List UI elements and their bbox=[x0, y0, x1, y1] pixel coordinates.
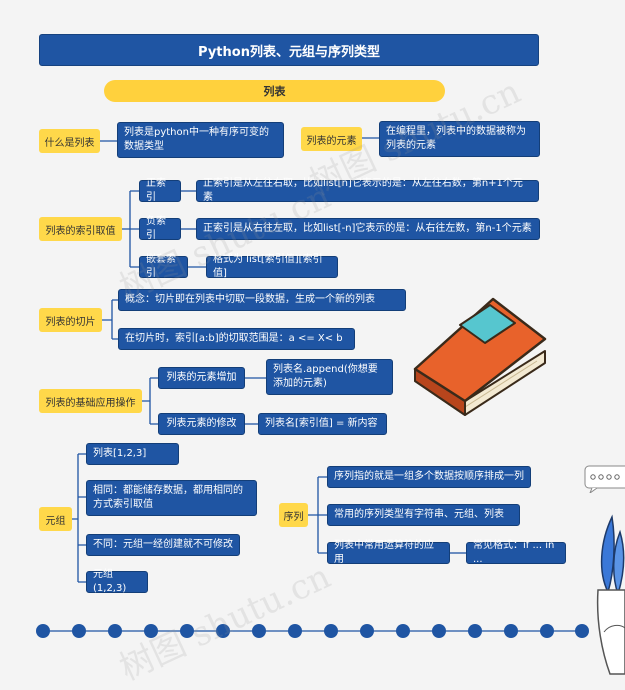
sequence-item: 序列指的就是一组多个数据按顺序排成一列 bbox=[327, 466, 531, 488]
timeline-dots bbox=[36, 624, 589, 638]
desc-positive-index: 正索引是从左往右取，比如list[n]它表示的是：从左往右数，第n+1个元素 bbox=[196, 178, 539, 203]
tuple-item: 相同：都能储存数据，都用相同的方式索引取值 bbox=[86, 480, 257, 516]
tuple-item: 元组(1,2,3) bbox=[86, 569, 148, 594]
desc-nested-index: 格式为 list[索引值][索引值] bbox=[206, 254, 338, 279]
desc-list-element: 在编程里，列表中的数据被称为列表的元素 bbox=[379, 121, 540, 157]
tuple-item: 列表[1,2,3] bbox=[86, 443, 179, 465]
desc-add-element: 列表名.append(你想要添加的元素) bbox=[266, 359, 393, 395]
sequence-item: 列表中常用运算符的应用 bbox=[327, 540, 450, 565]
desc-modify-element: 列表名[索引值] = 新内容 bbox=[258, 413, 387, 435]
label-what-is-list: 什么是列表 bbox=[39, 129, 100, 153]
label-positive-index: 正索引 bbox=[139, 178, 181, 203]
desc-what-is-list: 列表是python中一种有序可变的数据类型 bbox=[117, 122, 284, 158]
label-negative-index: 负索引 bbox=[139, 216, 181, 241]
desc-common-format: 常见格式：if ... in ... bbox=[466, 540, 566, 565]
desc-slice-range: 在切片时，索引[a:b]的切取范围是：a <= X< b bbox=[118, 328, 355, 350]
desc-slice-concept: 概念：切片即在列表中切取一段数据，生成一个新的列表 bbox=[118, 289, 406, 311]
sequence-item: 常用的序列类型有字符串、元组、列表 bbox=[327, 504, 520, 526]
connector-lines bbox=[36, 137, 589, 638]
label-list-element: 列表的元素 bbox=[301, 127, 362, 151]
plant-vase-illustration bbox=[596, 514, 625, 675]
label-slice: 列表的切片 bbox=[39, 308, 102, 332]
speech-bubble bbox=[584, 465, 625, 493]
label-add-element: 列表的元素增加 bbox=[158, 367, 245, 389]
label-basic-ops: 列表的基础应用操作 bbox=[39, 389, 142, 413]
tuple-item: 不同：元组一经创建就不可修改 bbox=[86, 534, 240, 556]
desc-negative-index: 正索引是从右往左取，比如list[-n]它表示的是：从右往左数，第n-1个元素 bbox=[196, 218, 540, 240]
label-index: 列表的索引取值 bbox=[39, 217, 122, 241]
book-illustration bbox=[413, 297, 547, 416]
label-tuple: 元组 bbox=[39, 507, 72, 531]
label-modify-element: 列表元素的修改 bbox=[158, 413, 245, 435]
page-title: Python列表、元组与序列类型 bbox=[39, 34, 539, 66]
label-sequence: 序列 bbox=[279, 503, 308, 527]
section-heading-list: 列表 bbox=[104, 80, 445, 102]
label-nested-index: 嵌套索引 bbox=[139, 254, 188, 279]
